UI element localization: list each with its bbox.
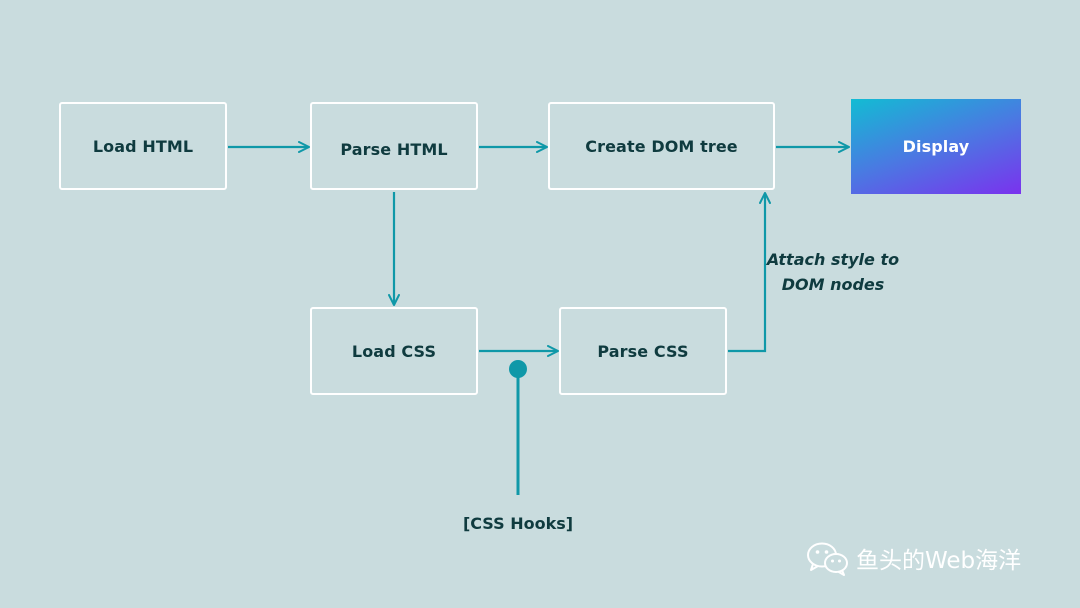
node-load-html: Load HTML bbox=[59, 102, 227, 190]
node-display-label: Display bbox=[902, 137, 970, 156]
watermark-text: 鱼头的Web海洋 bbox=[856, 548, 1022, 574]
attach-style-annotation: Attach style to DOM nodes bbox=[762, 247, 904, 297]
node-load-html-label: Load HTML bbox=[92, 136, 194, 156]
node-parse-css-label: Parse CSS bbox=[597, 341, 689, 361]
arrow-parse-css-to-create-dom bbox=[728, 192, 771, 353]
watermark: 鱼头的Web海洋 bbox=[806, 540, 1021, 576]
wechat-icon bbox=[807, 542, 848, 576]
node-display: Display bbox=[851, 99, 1021, 194]
node-load-css-label: Load CSS bbox=[351, 341, 437, 361]
node-parse-html-label: Parse HTML bbox=[340, 139, 448, 159]
node-parse-html: Parse HTML bbox=[310, 102, 478, 190]
css-hooks-dot bbox=[509, 360, 527, 378]
node-create-dom-tree: Create DOM tree bbox=[548, 102, 775, 190]
node-load-css: Load CSS bbox=[310, 307, 478, 395]
attach-style-line2: DOM nodes bbox=[781, 275, 885, 294]
node-parse-css: Parse CSS bbox=[559, 307, 727, 395]
attach-style-line1: Attach style to bbox=[766, 250, 900, 269]
node-create-dom-tree-label: Create DOM tree bbox=[585, 136, 738, 156]
css-hooks-label: [CSS Hooks] bbox=[462, 514, 574, 533]
